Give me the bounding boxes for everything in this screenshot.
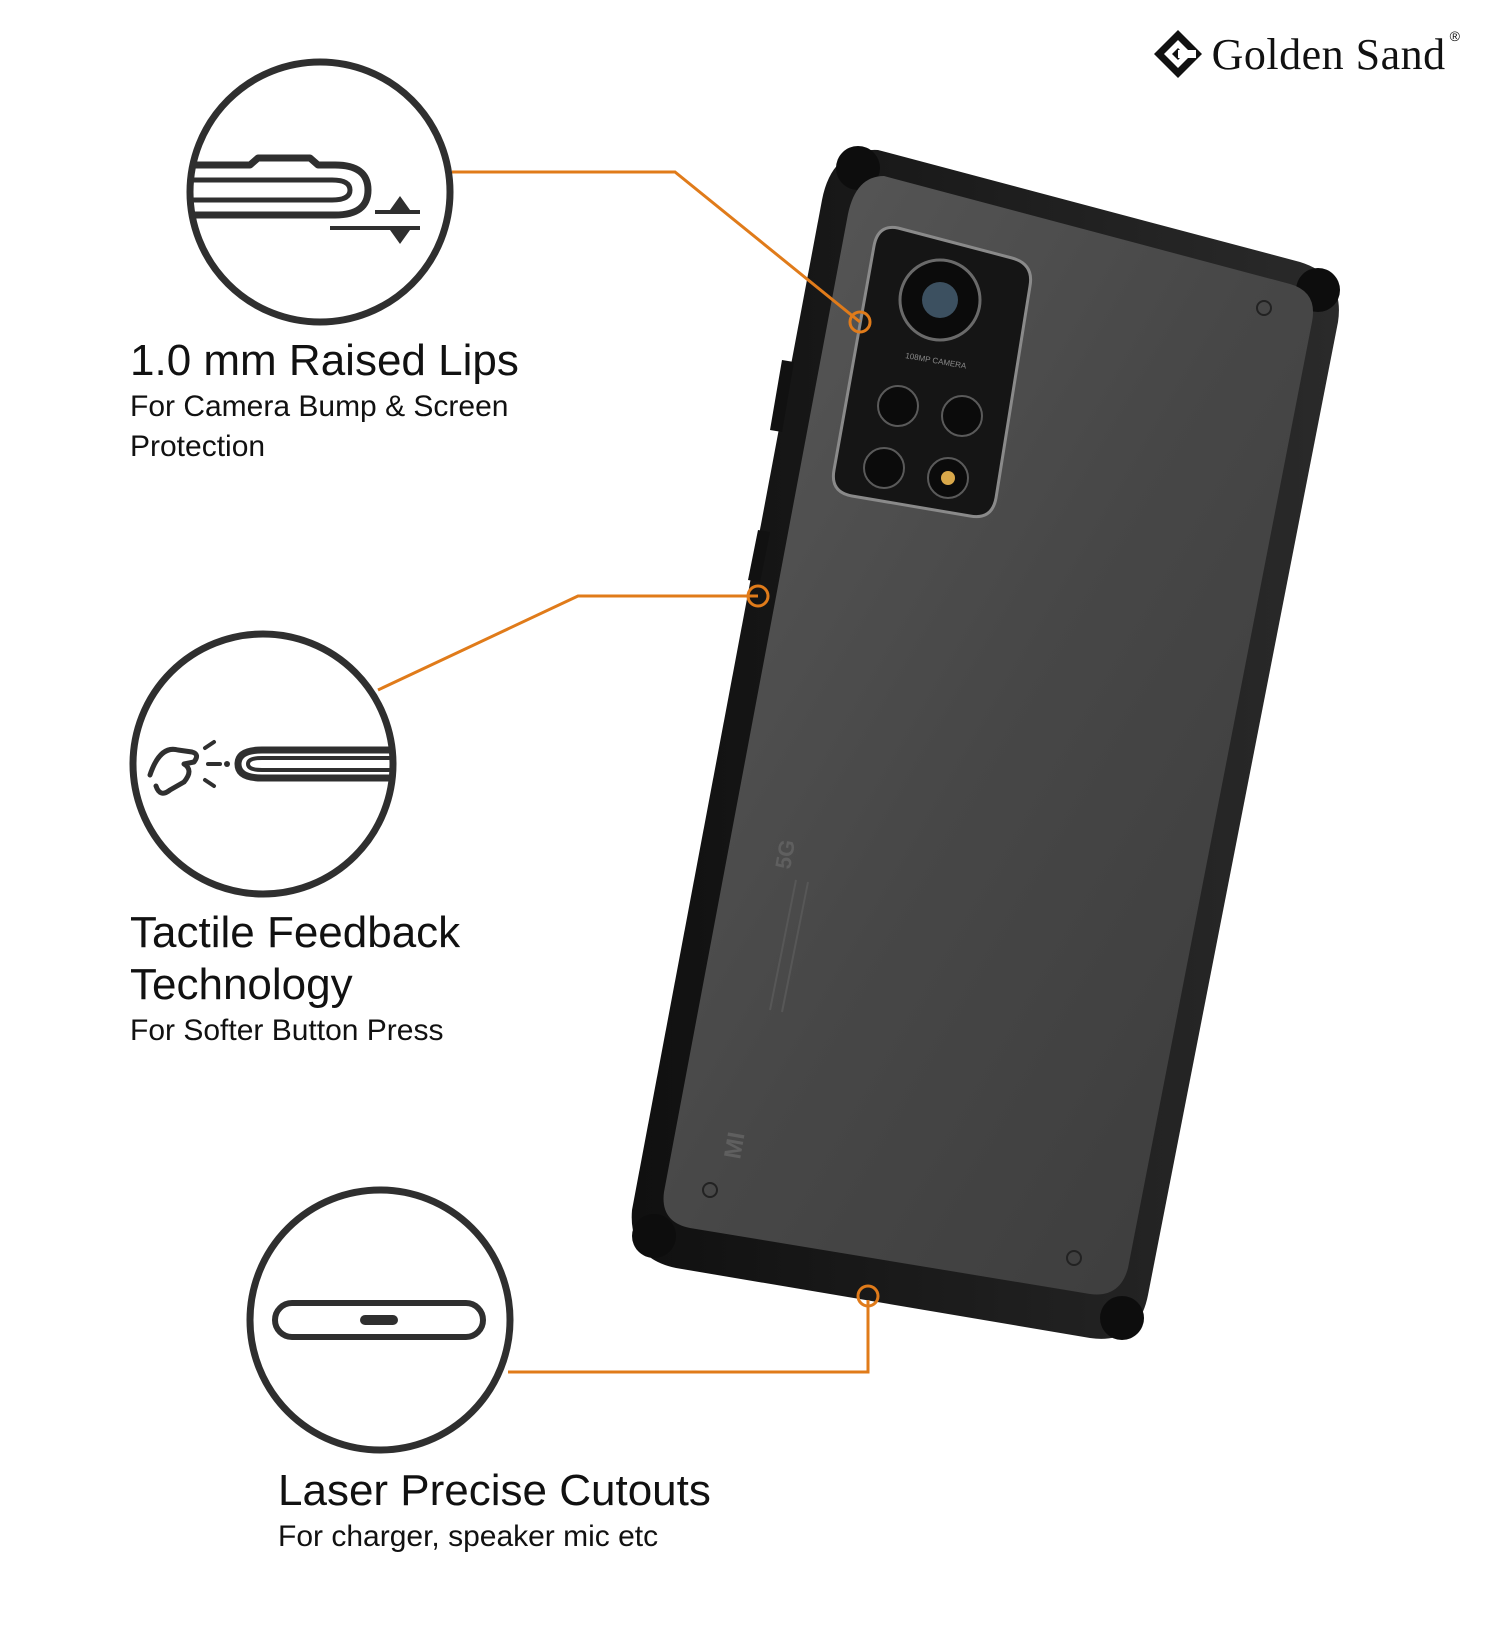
brand-logo: Golden Sand ®: [1152, 28, 1460, 80]
registered-mark: ®: [1449, 28, 1460, 44]
callout-dot-raised-lips: [848, 310, 872, 334]
corner-guard: [1100, 1296, 1144, 1340]
callout-line-tactile: [377, 594, 758, 692]
feature-subtitle: For charger, speaker mic etc: [278, 1520, 659, 1553]
brand-name: Golden Sand: [1211, 29, 1446, 79]
corner-guard: [836, 146, 880, 190]
camera-lens: [877, 385, 919, 427]
feature-title: Laser Precise Cutouts: [278, 1466, 711, 1515]
button-press-icon: [129, 630, 397, 898]
feature-tactile-feedback: Tactile Feedback Technology For Softer B…: [130, 907, 650, 1051]
callout-dot-cutouts: [856, 1284, 880, 1308]
corner-dot: [702, 1182, 718, 1198]
regulatory-print: [781, 881, 809, 1013]
callout-line-raised-lips: [452, 170, 861, 324]
charging-port-cutout-icon: [246, 1186, 514, 1454]
golden-sand-logo-icon: [1153, 30, 1202, 78]
main-camera-glass: [922, 282, 958, 318]
callout-lines: [377, 170, 880, 1374]
callout-dot-tactile: [746, 584, 770, 608]
camera-lens: [941, 395, 983, 437]
corner-dot: [1256, 300, 1272, 316]
volume-button: [770, 360, 794, 432]
corner-guard: [632, 1214, 676, 1258]
feature-title: 1.0 mm Raised Lips: [130, 336, 519, 385]
camera-lens: [863, 447, 905, 489]
feature-raised-lips: 1.0 mm Raised Lips For Camera Bump & Scr…: [130, 335, 650, 467]
callout-line-cutouts: [508, 1300, 870, 1374]
network-badge: 5G: [770, 838, 800, 871]
feature-laser-cutouts: Laser Precise Cutouts For charger, speak…: [278, 1465, 878, 1557]
power-button: [748, 530, 770, 582]
corner-dot: [1066, 1250, 1082, 1266]
camera-module: 108MP CAMERA: [831, 225, 1033, 519]
case-back-panel: [663, 176, 1314, 1295]
phone-case: 108MP CAMERA 5G MI: [631, 146, 1340, 1340]
feature-subtitle: For Camera Bump & Screen Protection: [130, 390, 509, 463]
regulatory-print: [769, 879, 797, 1011]
raised-lip-cross-section-icon: [186, 58, 454, 326]
feature-title: Tactile Feedback Technology: [130, 908, 461, 1009]
feature-subtitle: For Softer Button Press: [130, 1014, 444, 1047]
flash-light: [941, 471, 955, 485]
phone-logo: MI: [719, 1130, 750, 1161]
